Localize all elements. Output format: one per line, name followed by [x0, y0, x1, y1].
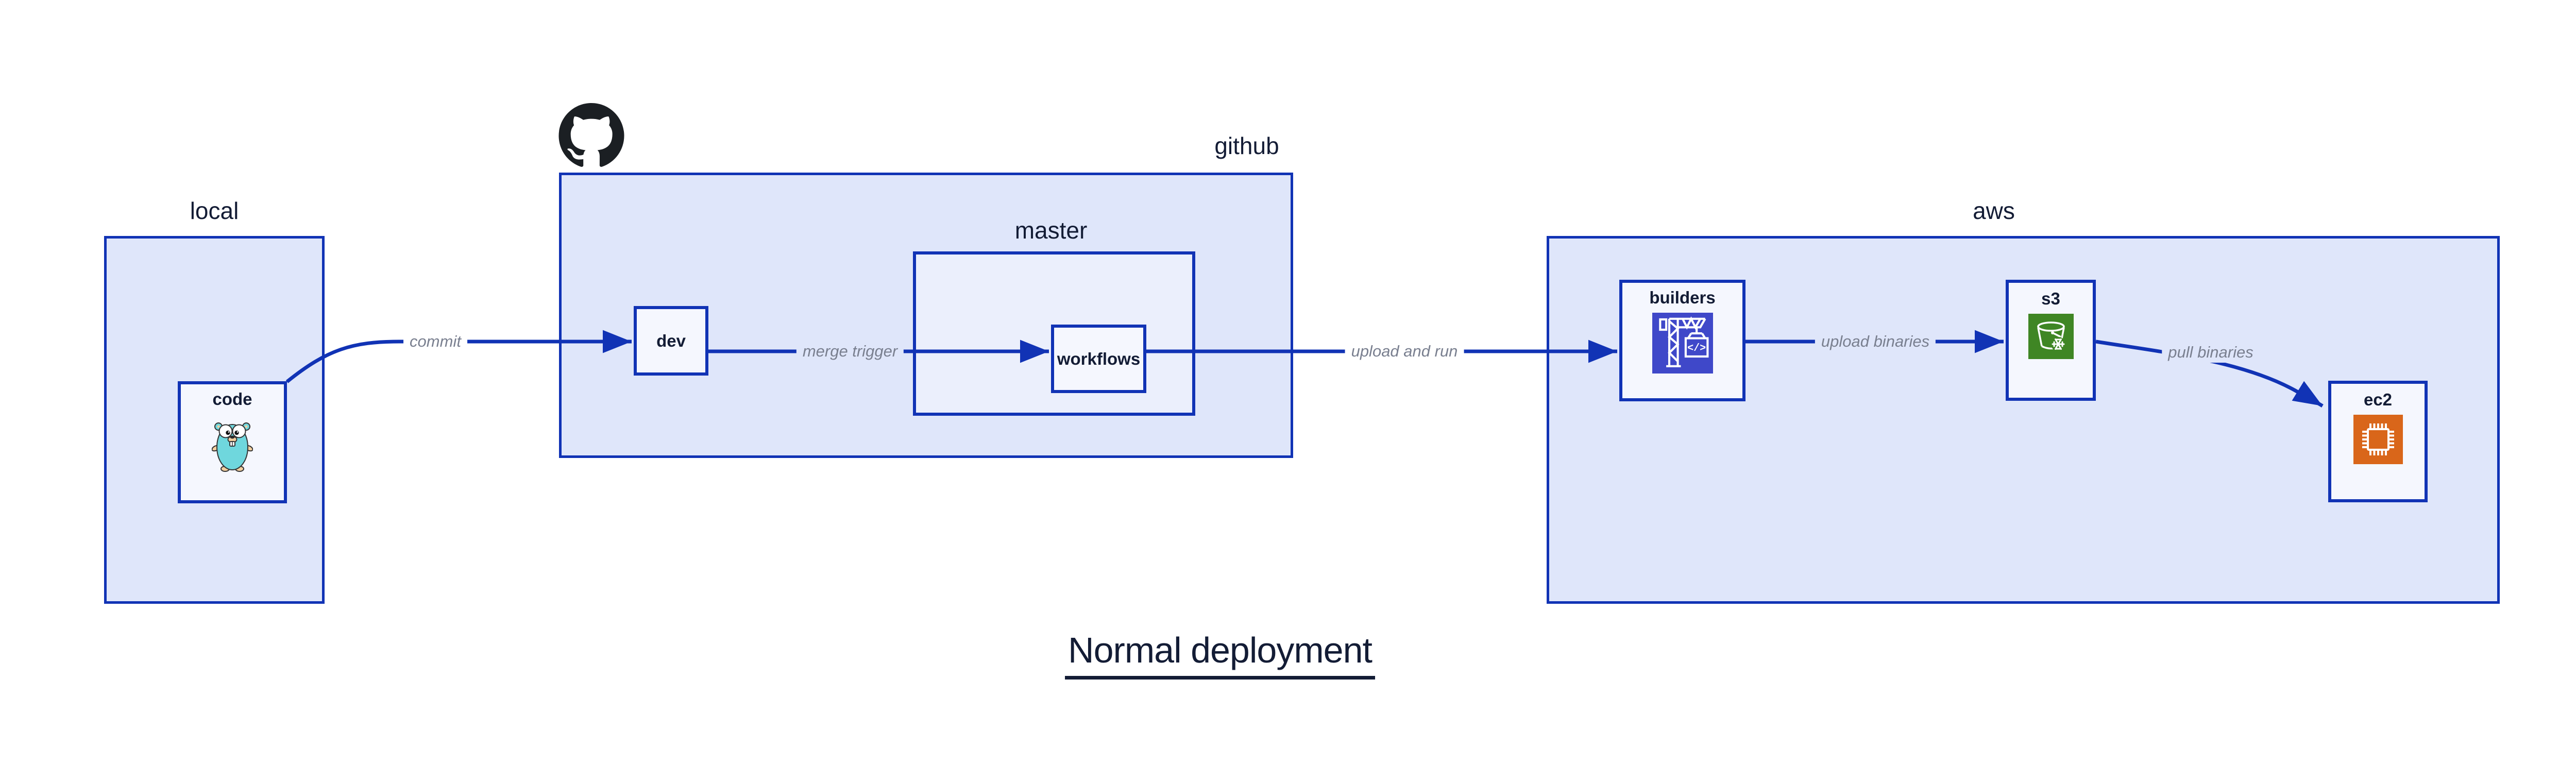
container-label-master: master [1014, 217, 1088, 244]
codebuild-crane-icon: </> [1652, 313, 1713, 373]
node-label-builders: builders [1649, 288, 1716, 307]
edge-label-merge-trigger: merge trigger [796, 341, 904, 362]
node-dev: dev [634, 306, 708, 376]
container-label-local: local [190, 197, 239, 224]
node-label-workflows: workflows [1057, 349, 1141, 368]
container-label-github: github [1214, 132, 1279, 159]
node-label-code: code [212, 389, 252, 409]
node-s3: s3 [2006, 280, 2096, 401]
node-ec2: ec2 [2328, 381, 2428, 502]
node-label-s3: s3 [2041, 289, 2060, 308]
container-label-aws: aws [1973, 197, 2015, 224]
go-gopher-icon [212, 422, 253, 472]
edge-label-pull-binaries: pull binaries [2162, 342, 2260, 363]
github-octocat-icon [558, 103, 624, 167]
node-label-ec2: ec2 [2363, 390, 2393, 409]
ec2-chip-icon [2353, 415, 2403, 464]
codebuild-code-glyph: </> [1687, 343, 1706, 354]
edge-label-commit: commit [403, 331, 467, 352]
edge-label-upload-binaries: upload binaries [1815, 331, 1936, 352]
node-code: code [178, 381, 287, 503]
node-label-dev: dev [656, 331, 686, 350]
edge-label-upload-and-run: upload and run [1345, 341, 1464, 362]
node-workflows: workflows [1051, 325, 1146, 393]
diagram-title: Normal deployment [1065, 630, 1375, 680]
node-builders: builders </> [1619, 280, 1745, 401]
s3-bucket-icon [2028, 314, 2074, 359]
